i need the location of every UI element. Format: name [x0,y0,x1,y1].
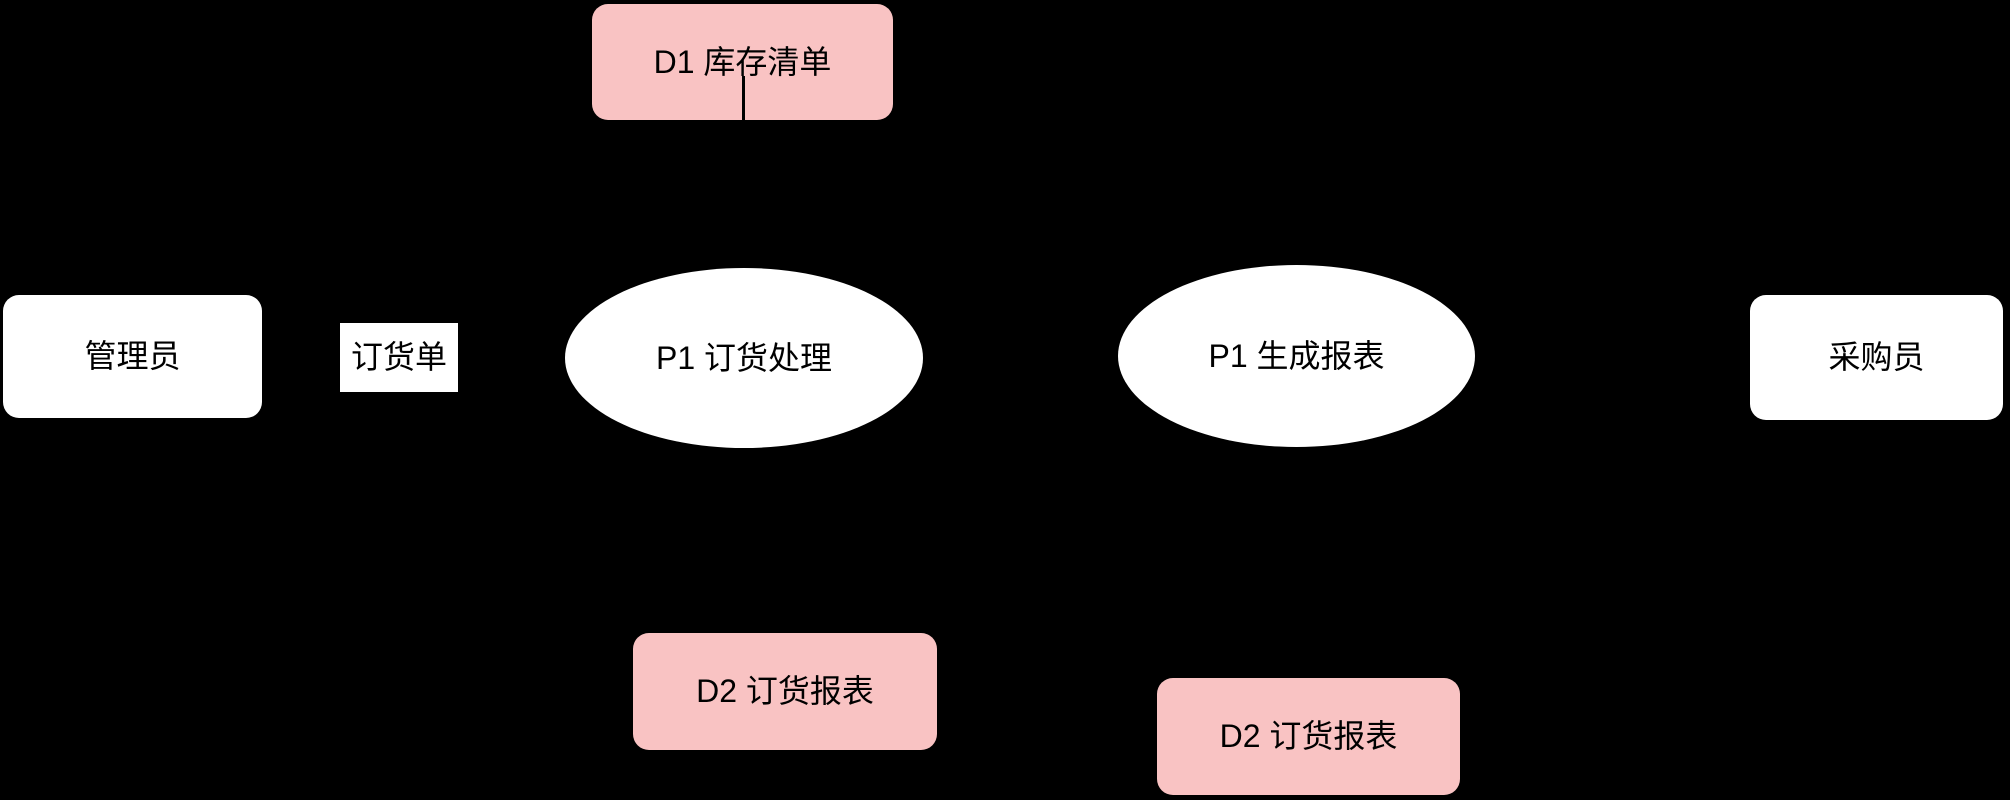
node-label: D2 订货报表 [1219,718,1398,755]
node-label: 管理员 [84,338,181,375]
datastore-d2-order-report-left: D2 订货报表 [633,633,937,750]
process-p1-report-generation: P1 生成报表 [1118,265,1475,447]
node-label: P1 订货处理 [655,339,833,376]
node-label: D2 订货报表 [696,673,874,710]
node-label: 订货单 [350,339,447,376]
external-entity-admin: 管理员 [3,295,262,418]
external-entity-purchaser: 采购员 [1750,295,2003,420]
flow-label-order-form: 订货单 [340,323,458,392]
node-label: P1 生成报表 [1208,337,1385,374]
datastore-d2-order-report-right: D2 订货报表 [1157,678,1460,795]
process-p1-order-handling: P1 订货处理 [565,268,923,448]
node-label: 采购员 [1828,339,1925,376]
connector-d1-vertical-line [742,76,745,122]
node-label: D1 库存清单 [653,43,832,80]
